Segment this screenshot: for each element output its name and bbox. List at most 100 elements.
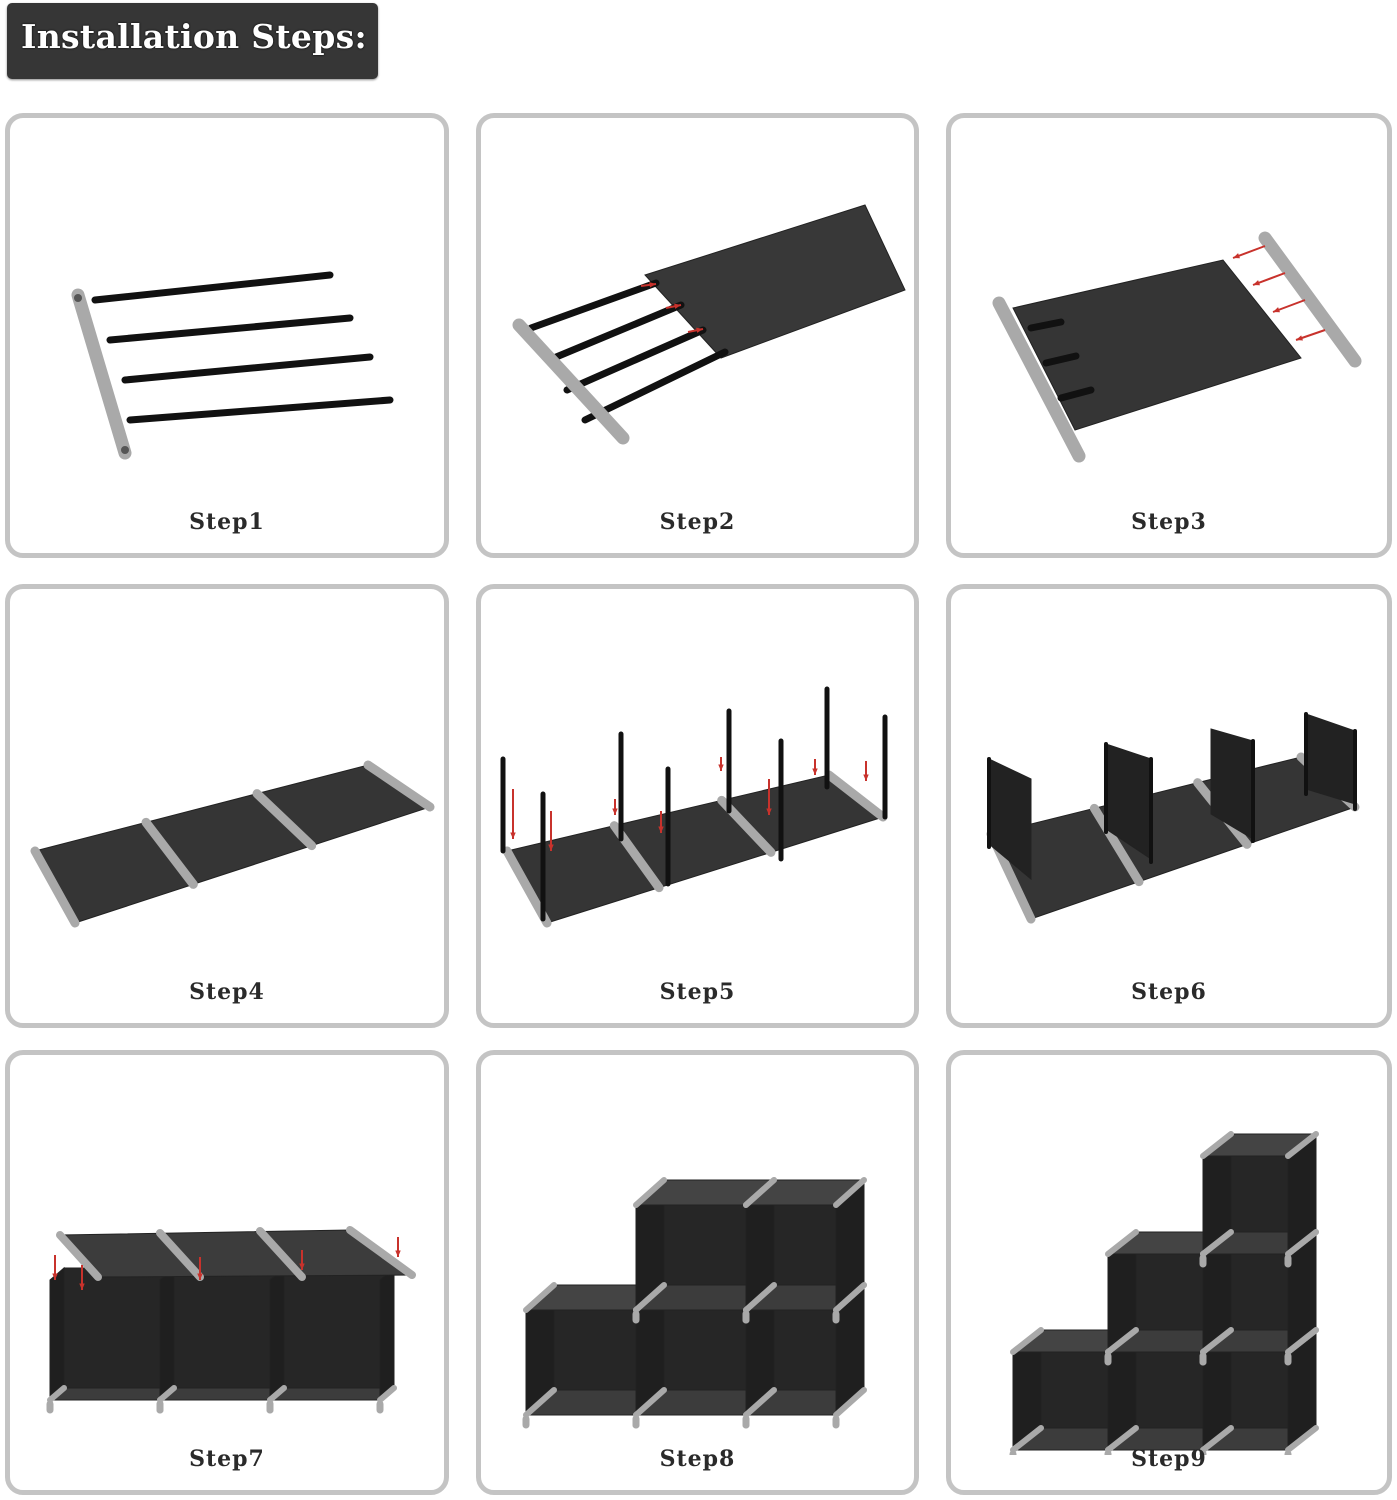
step-label: Step7: [189, 1446, 265, 1472]
cube-back-panel: [283, 1267, 395, 1389]
frame-bar: [743, 1177, 777, 1208]
rod: [1027, 318, 1065, 332]
arrow-head: [510, 832, 516, 839]
frame-bar: [523, 1387, 557, 1418]
arrow-head: [52, 1273, 58, 1280]
cube-bottom-shelf: [268, 1387, 396, 1401]
step-card-2: Step2: [476, 113, 919, 558]
arrow-head: [649, 282, 656, 288]
step-card-7: Step7: [5, 1050, 449, 1495]
frame-bar: [1285, 1327, 1319, 1355]
step-card-5: Step5: [476, 584, 919, 1028]
step-1-illustration: [71, 271, 394, 460]
step-label: Step4: [189, 979, 265, 1005]
arrow-head: [197, 1273, 203, 1280]
frame-bar: [1010, 1327, 1044, 1355]
cube-side-panel: [379, 1266, 395, 1402]
frame-bar: [833, 1387, 867, 1418]
step-label: Step9: [1131, 1446, 1207, 1472]
arrow-head: [812, 768, 818, 775]
rod: [581, 348, 729, 424]
frame-bar: [267, 1385, 287, 1403]
step-4-illustration: [30, 760, 435, 928]
frame-bar: [1105, 1327, 1139, 1355]
rod: [563, 326, 707, 394]
frame-bar: [833, 1282, 867, 1313]
frame-bar: [47, 1385, 67, 1403]
arrow-head: [1253, 280, 1260, 286]
frame-bar: [523, 1282, 557, 1313]
frame-bar: [256, 1227, 306, 1281]
frame-joint: [121, 446, 129, 454]
frame-bar: [1010, 1425, 1044, 1453]
step-label: Step5: [659, 979, 736, 1005]
frame-bar: [1285, 1425, 1319, 1453]
frame-bar: [363, 760, 435, 812]
step-5-illustration: [500, 686, 888, 928]
step-2-illustration: [512, 204, 906, 445]
frame-bar: [156, 1229, 204, 1281]
rod: [121, 353, 374, 384]
arrow-head: [548, 844, 554, 851]
arrow-head: [1296, 335, 1303, 341]
arrow-head: [863, 774, 869, 781]
arrow-head: [79, 1283, 85, 1290]
frame-bar: [1285, 1229, 1319, 1257]
frame-bar: [743, 1282, 777, 1313]
frame-bar: [377, 1385, 397, 1403]
fabric-shelf: [1012, 259, 1302, 431]
step-card-3: Step3: [946, 113, 1392, 558]
step-card-1: Step1: [5, 113, 449, 558]
frame-bar: [1258, 231, 1362, 368]
step-label: Step8: [659, 1446, 736, 1472]
cube-side-panel: [159, 1266, 175, 1402]
frame-bar: [502, 846, 552, 928]
step-label: Step6: [1131, 979, 1207, 1005]
frame-bar: [56, 1231, 102, 1281]
frame-bar: [824, 770, 888, 822]
step-7-illustration: [46, 1226, 416, 1414]
arrow-head: [766, 808, 772, 815]
cube-side-panel: [269, 1266, 285, 1402]
frame-bar: [1200, 1131, 1234, 1159]
frame-bar: [252, 789, 317, 851]
title-banner: Installation Steps:: [7, 3, 378, 79]
frame-bar: [1089, 803, 1144, 887]
step-label: Step3: [1131, 509, 1207, 535]
frame-bar: [30, 846, 80, 928]
rod: [106, 314, 354, 344]
arrow-head: [395, 1250, 401, 1257]
step-8-illustration: [522, 1177, 867, 1429]
fabric-shelf: [34, 764, 432, 924]
arrow-head: [696, 327, 703, 333]
frame-joint: [74, 294, 82, 302]
frame-bar: [1285, 1131, 1319, 1159]
frame-bar: [1105, 1229, 1139, 1257]
rod: [1042, 352, 1080, 367]
step-card-4: Step4: [5, 584, 449, 1028]
fabric-side-panel: [988, 758, 1032, 881]
cube-back-panel: [173, 1267, 285, 1389]
frame-bar: [833, 1177, 867, 1208]
frame-bar: [157, 1385, 177, 1403]
cube-side-panel: [49, 1266, 65, 1402]
frame-bar: [633, 1177, 667, 1208]
arrow-head: [658, 826, 664, 833]
step-9-illustration: [1009, 1131, 1319, 1455]
frame-bar: [512, 318, 630, 445]
arrow-head: [1273, 307, 1280, 313]
frame-bar: [992, 296, 1086, 463]
page-title: Installation Steps:: [21, 17, 367, 56]
frame-bar: [633, 1282, 667, 1313]
frame-bar: [743, 1387, 777, 1418]
rod: [1057, 386, 1095, 402]
arrow-head: [299, 1263, 305, 1270]
frame-bar: [71, 288, 132, 460]
frame-bar: [1200, 1425, 1234, 1453]
arrow-head: [1233, 253, 1240, 259]
frame-bar: [1105, 1425, 1139, 1453]
step-card-8: Step8: [476, 1050, 919, 1495]
frame-bar: [346, 1226, 416, 1279]
frame-bar: [633, 1387, 667, 1418]
arrow-head: [612, 808, 618, 815]
